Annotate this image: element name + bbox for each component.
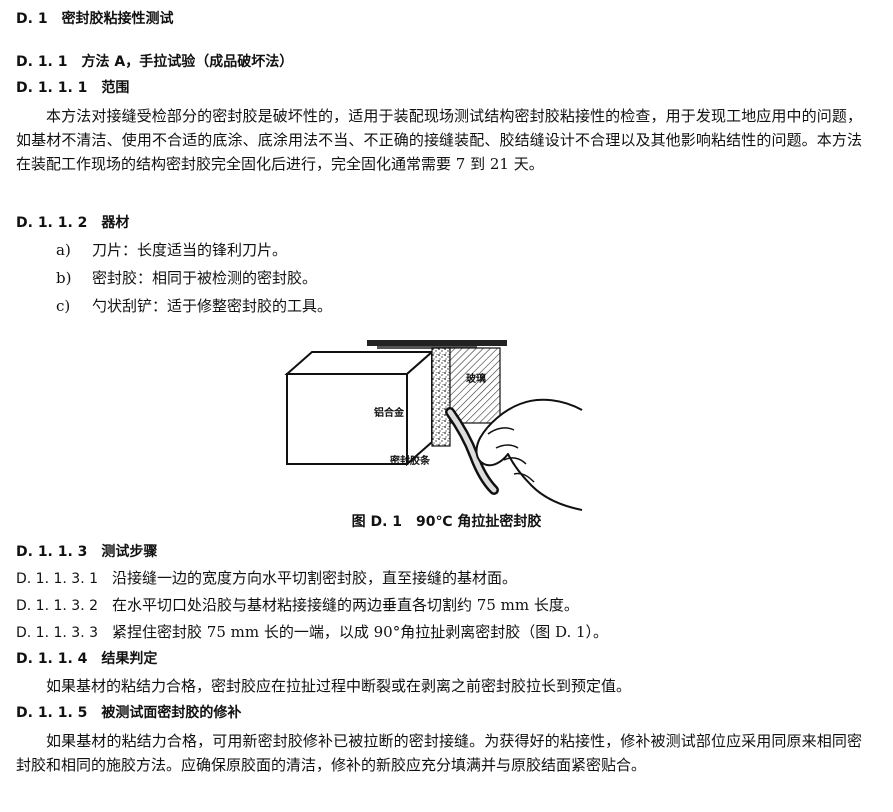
heading-d1-1-5: D. 1. 1. 5 被测试面密封胶的修补	[16, 702, 241, 724]
section-number: D. 1. 1. 4	[16, 651, 88, 667]
item-text: 勺状刮铲：适于修整密封胶的工具。	[92, 297, 333, 315]
heading-d1-1-3: D. 1. 1. 3 测试步骤	[16, 541, 157, 563]
figure-caption: 图 D. 1 90℃ 角拉扯密封胶	[351, 514, 542, 530]
heading-d1-1: D. 1. 1 方法 A，手拉试验（成品破坏法）	[16, 51, 293, 73]
label-sealant-strip: 密封胶条	[390, 456, 430, 467]
label-glass: 玻璃	[466, 374, 486, 385]
heading-d1-1-1: D. 1. 1. 1 范围	[16, 77, 129, 99]
section-title: 器材	[101, 215, 130, 231]
step-number: D. 1. 1. 3. 2	[16, 598, 99, 614]
item-text: 刀片：长度适当的锋利刀片。	[92, 241, 288, 259]
heading-d1: D. 1 密封胶粘接性测试	[16, 8, 174, 30]
section-number: D. 1. 1	[16, 54, 68, 70]
section-title: 被测试面密封胶的修补	[101, 705, 242, 721]
item-marker: c)	[56, 297, 71, 315]
section-title: 测试步骤	[101, 544, 158, 560]
step-text: 在水平切口处沿胶与基材粘接接缝的两边垂直各切割约 75 mm 长度。	[112, 596, 579, 614]
section-number: D. 1. 1. 2	[16, 215, 88, 231]
step-item: D. 1. 1. 3. 1 沿接缝一边的宽度方向水平切割密封胶，直至接缝的基材面。	[16, 567, 517, 590]
result-paragraph: 如果基材的粘结力合格，密封胶应在拉扯过程中断裂或在剥离之前密封胶拉长到预定值。	[46, 677, 632, 695]
step-text: 紧捏住密封胶 75 mm 长的一端，以成 90°角拉扯剥离密封胶（图 D. 1）…	[112, 623, 609, 641]
section-number: D. 1. 1. 1	[16, 80, 88, 96]
label-aluminum: 铝合金	[374, 408, 404, 419]
step-number: D. 1. 1. 3. 1	[16, 571, 99, 587]
item-marker: b)	[56, 269, 72, 287]
heading-d1-1-4: D. 1. 1. 4 结果判定	[16, 648, 157, 670]
step-text: 沿接缝一边的宽度方向水平切割密封胶，直至接缝的基材面。	[112, 569, 518, 587]
scope-paragraph: 本方法对接缝受检部分的密封胶是破坏性的，适用于装配现场测试结构密封胶粘接性的检查…	[16, 107, 862, 173]
equipment-item: b) 密封胶：相同于被检测的密封胶。	[56, 267, 317, 289]
section-number: D. 1. 1. 3	[16, 544, 88, 560]
section-title: 方法 A，手拉试验（成品破坏法）	[81, 54, 294, 70]
figure-peel-test: 玻璃 铝合金 密封胶条	[282, 330, 592, 515]
peel-test-illustration	[284, 340, 583, 511]
equipment-item: c) 勺状刮铲：适于修整密封胶的工具。	[56, 295, 332, 317]
section-number: D. 1	[16, 11, 48, 27]
section-title: 范围	[101, 80, 130, 96]
equipment-item: a) 刀片：长度适当的锋利刀片。	[56, 239, 287, 261]
repair-paragraph: 如果基材的粘结力合格，可用新密封胶修补已被拉断的密封接缝。为获得好的粘接性，修补…	[16, 732, 862, 774]
step-number: D. 1. 1. 3. 3	[16, 625, 99, 641]
section-title: 结果判定	[101, 651, 158, 667]
item-text: 密封胶：相同于被检测的密封胶。	[92, 269, 318, 287]
section-number: D. 1. 1. 5	[16, 705, 88, 721]
step-item: D. 1. 1. 3. 3 紧捏住密封胶 75 mm 长的一端，以成 90°角拉扯…	[16, 621, 608, 644]
heading-d1-1-2: D. 1. 1. 2 器材	[16, 212, 129, 234]
item-marker: a)	[56, 241, 71, 259]
section-title: 密封胶粘接性测试	[61, 11, 174, 27]
step-item: D. 1. 1. 3. 2 在水平切口处沿胶与基材粘接接缝的两边垂直各切割约 75…	[16, 594, 579, 617]
